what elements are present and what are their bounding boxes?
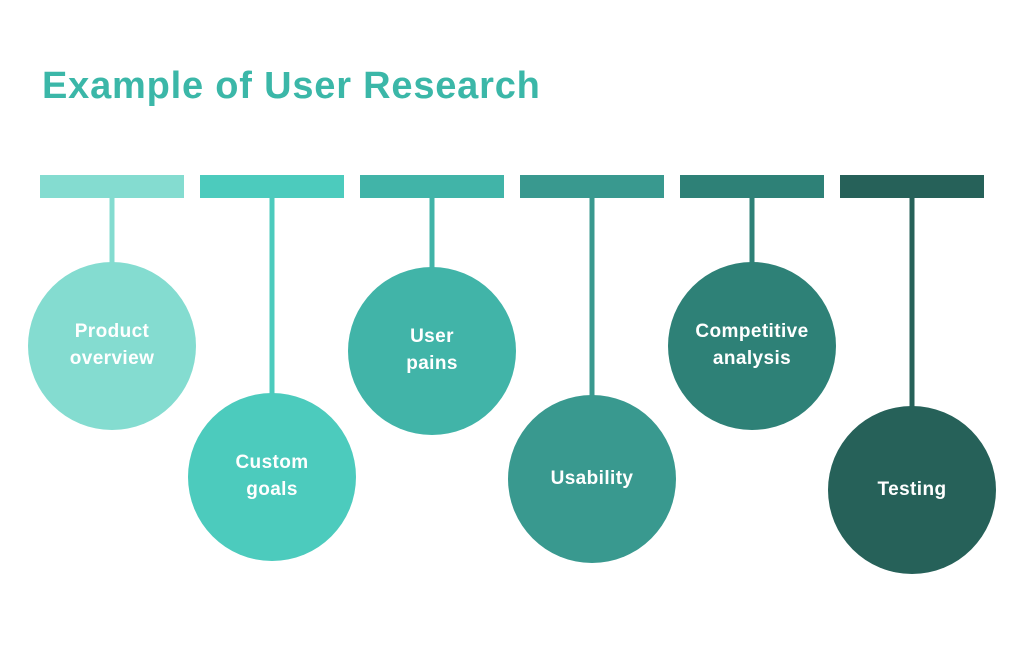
category-circle: Product overview: [28, 262, 196, 430]
connector-line: [749, 198, 755, 264]
page-title: Example of User Research: [42, 65, 541, 108]
connector-line: [909, 198, 915, 408]
connector-line: [589, 198, 595, 397]
category-circle: User pains: [348, 267, 516, 435]
category-label: Competitive analysis: [695, 321, 809, 369]
connector-line: [269, 198, 275, 395]
connector-line: [109, 198, 115, 264]
research-column-competitive-analysis: Competitive analysis: [668, 175, 836, 430]
category-circle: Usability: [508, 395, 676, 563]
category-bar: [520, 175, 664, 198]
category-bar: [200, 175, 344, 198]
category-label: User pains: [406, 326, 458, 374]
research-column-testing: Testing: [828, 175, 996, 574]
category-bar: [680, 175, 824, 198]
category-label: Custom goals: [235, 452, 309, 500]
research-column-custom-goals: Custom goals: [188, 175, 356, 561]
research-column-user-pains: User pains: [348, 175, 516, 435]
category-label: Usability: [550, 467, 634, 489]
category-label: Testing: [877, 478, 947, 500]
research-column-usability: Usability: [508, 175, 676, 563]
category-circle: Testing: [828, 406, 996, 574]
category-label: Product overview: [69, 321, 155, 369]
category-bar: [360, 175, 504, 198]
category-bar: [840, 175, 984, 198]
category-bar: [40, 175, 184, 198]
category-circle: Custom goals: [188, 393, 356, 561]
research-column-product-overview: Product overview: [28, 175, 196, 430]
connector-line: [429, 198, 435, 269]
category-circle: Competitive analysis: [668, 262, 836, 430]
